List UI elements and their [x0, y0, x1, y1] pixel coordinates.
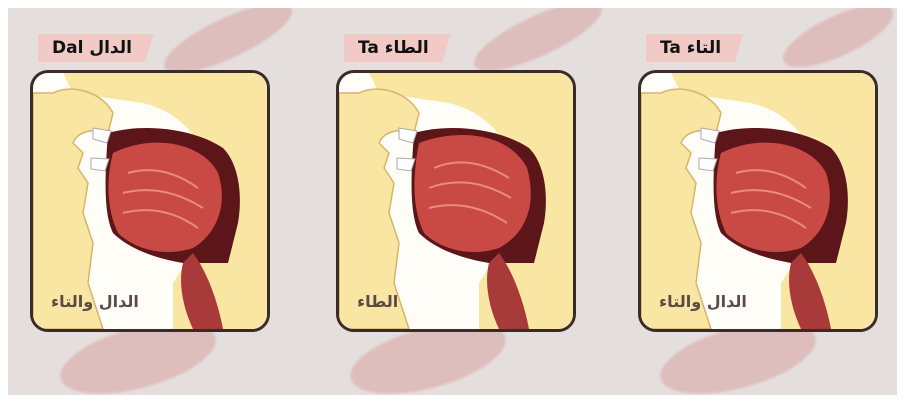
articulation-panel-ta-emphatic: الطاء Ta الطاء [330, 34, 590, 334]
mouth-diagram: الدال والتاء [638, 70, 878, 332]
panel-title: الطاء Ta [344, 34, 451, 62]
panel-title: التاء Ta [646, 34, 743, 62]
mouth-cross-section [641, 73, 875, 329]
illustration-canvas: الدال Dal الدال والتاء الطاء Ta [8, 8, 897, 395]
mouth-cross-section [339, 73, 573, 329]
articulation-panel-ta: التاء Ta الدال والتاء [632, 34, 892, 334]
panel-caption: الطاء [357, 292, 398, 311]
panel-caption: الدال والتاء [51, 292, 139, 311]
articulation-panel-dal: الدال Dal الدال والتاء [24, 34, 284, 334]
mouth-diagram: الطاء [336, 70, 576, 332]
panel-title: الدال Dal [38, 34, 154, 62]
mouth-cross-section [33, 73, 267, 329]
mouth-diagram: الدال والتاء [30, 70, 270, 332]
panel-caption: الدال والتاء [659, 292, 747, 311]
